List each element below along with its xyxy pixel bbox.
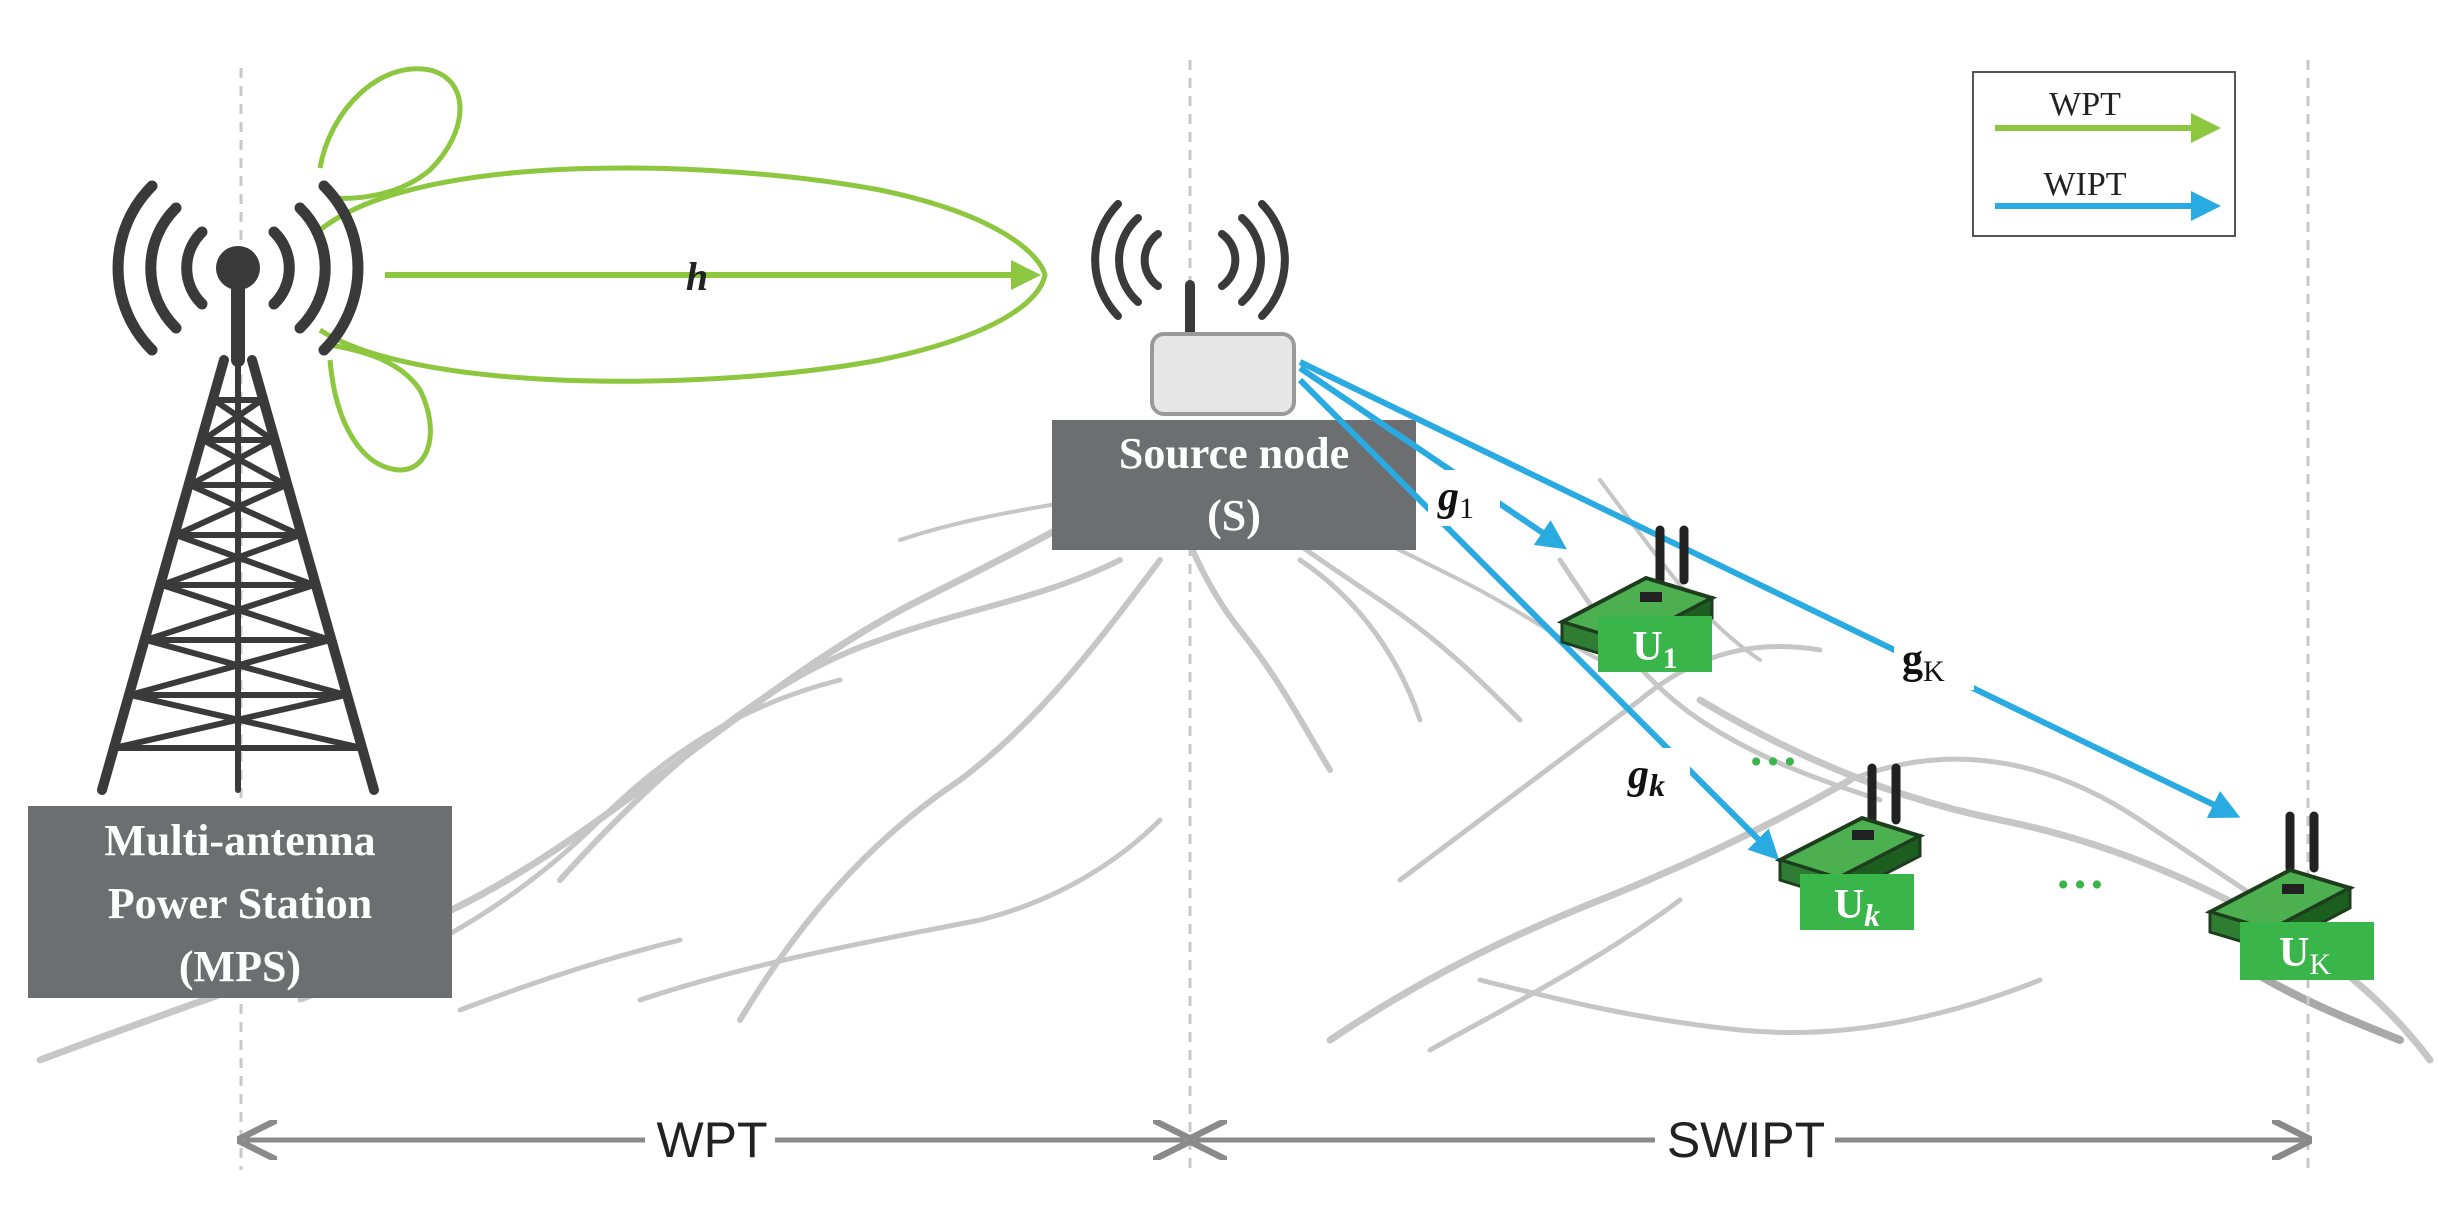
radiation-pattern [317,66,1048,473]
mps-label-line3: (MPS) [179,942,301,991]
svg-text:gk: gk [1627,752,1665,803]
wireless-router-icon [1091,200,1296,416]
u1-sub: 1 [1663,642,1678,675]
mps-label-line2: Power Station [108,879,372,928]
gk-label: gk [1618,748,1690,804]
h-channel-label: h [686,254,708,299]
uk-main: U [1834,882,1864,928]
uk-sub: k [1864,897,1880,933]
legend-wipt-label: WIPT [2043,166,2126,203]
gK-sub: K [1923,655,1945,688]
wipt-links [1297,359,2241,861]
user-device-uk: Uk [1774,763,1926,933]
legend: WPT WIPT [1972,71,2236,237]
g1-label: g1 [1428,470,1500,526]
region-axis: WPT SWIPT [245,1110,2304,1170]
source-label-line1: Source node [1119,429,1349,478]
gk-arrow [1297,377,1780,861]
wpt-region-label: WPT [656,1112,767,1168]
svg-text:UK: UK [2279,930,2331,981]
u1-main: U [1632,624,1662,670]
source-label-box: Source node (S) [1052,420,1416,550]
g1-sub: 1 [1459,492,1474,525]
svg-text:U1: U1 [1632,624,1677,675]
g1-arrow [1298,365,1567,550]
legend-wpt-label: WPT [2049,86,2121,123]
transmission-tower-icon [97,180,379,795]
gK-arrow [1298,359,2241,819]
swipt-region-label: SWIPT [1667,1112,1825,1168]
svg-text:gK: gK [1902,637,1945,688]
svg-text:Uk: Uk [1834,882,1880,933]
source-label-line2: (S) [1207,491,1261,540]
user-ellipsis-1: … [1748,720,1798,776]
gK-label: gK [1894,634,1974,690]
gk-main: g [1627,752,1649,798]
svg-text:g1: g1 [1437,474,1474,525]
gK-main: g [1902,637,1923,683]
uK-sub: K [2309,948,2331,981]
user-device-uK: UK [2204,811,2374,981]
user-device-u1: U1 [1556,525,1718,675]
gk-sub: k [1649,767,1665,803]
g1-main: g [1437,474,1459,520]
mps-label-box: Multi-antenna Power Station (MPS) [28,806,452,998]
lower-side-lobe [327,342,433,473]
user-ellipsis-2: … [2055,843,2105,899]
uK-main: U [2279,930,2309,976]
main-lobe [318,165,1048,384]
mps-label-line1: Multi-antenna [104,816,375,865]
upper-side-lobe [317,66,463,201]
